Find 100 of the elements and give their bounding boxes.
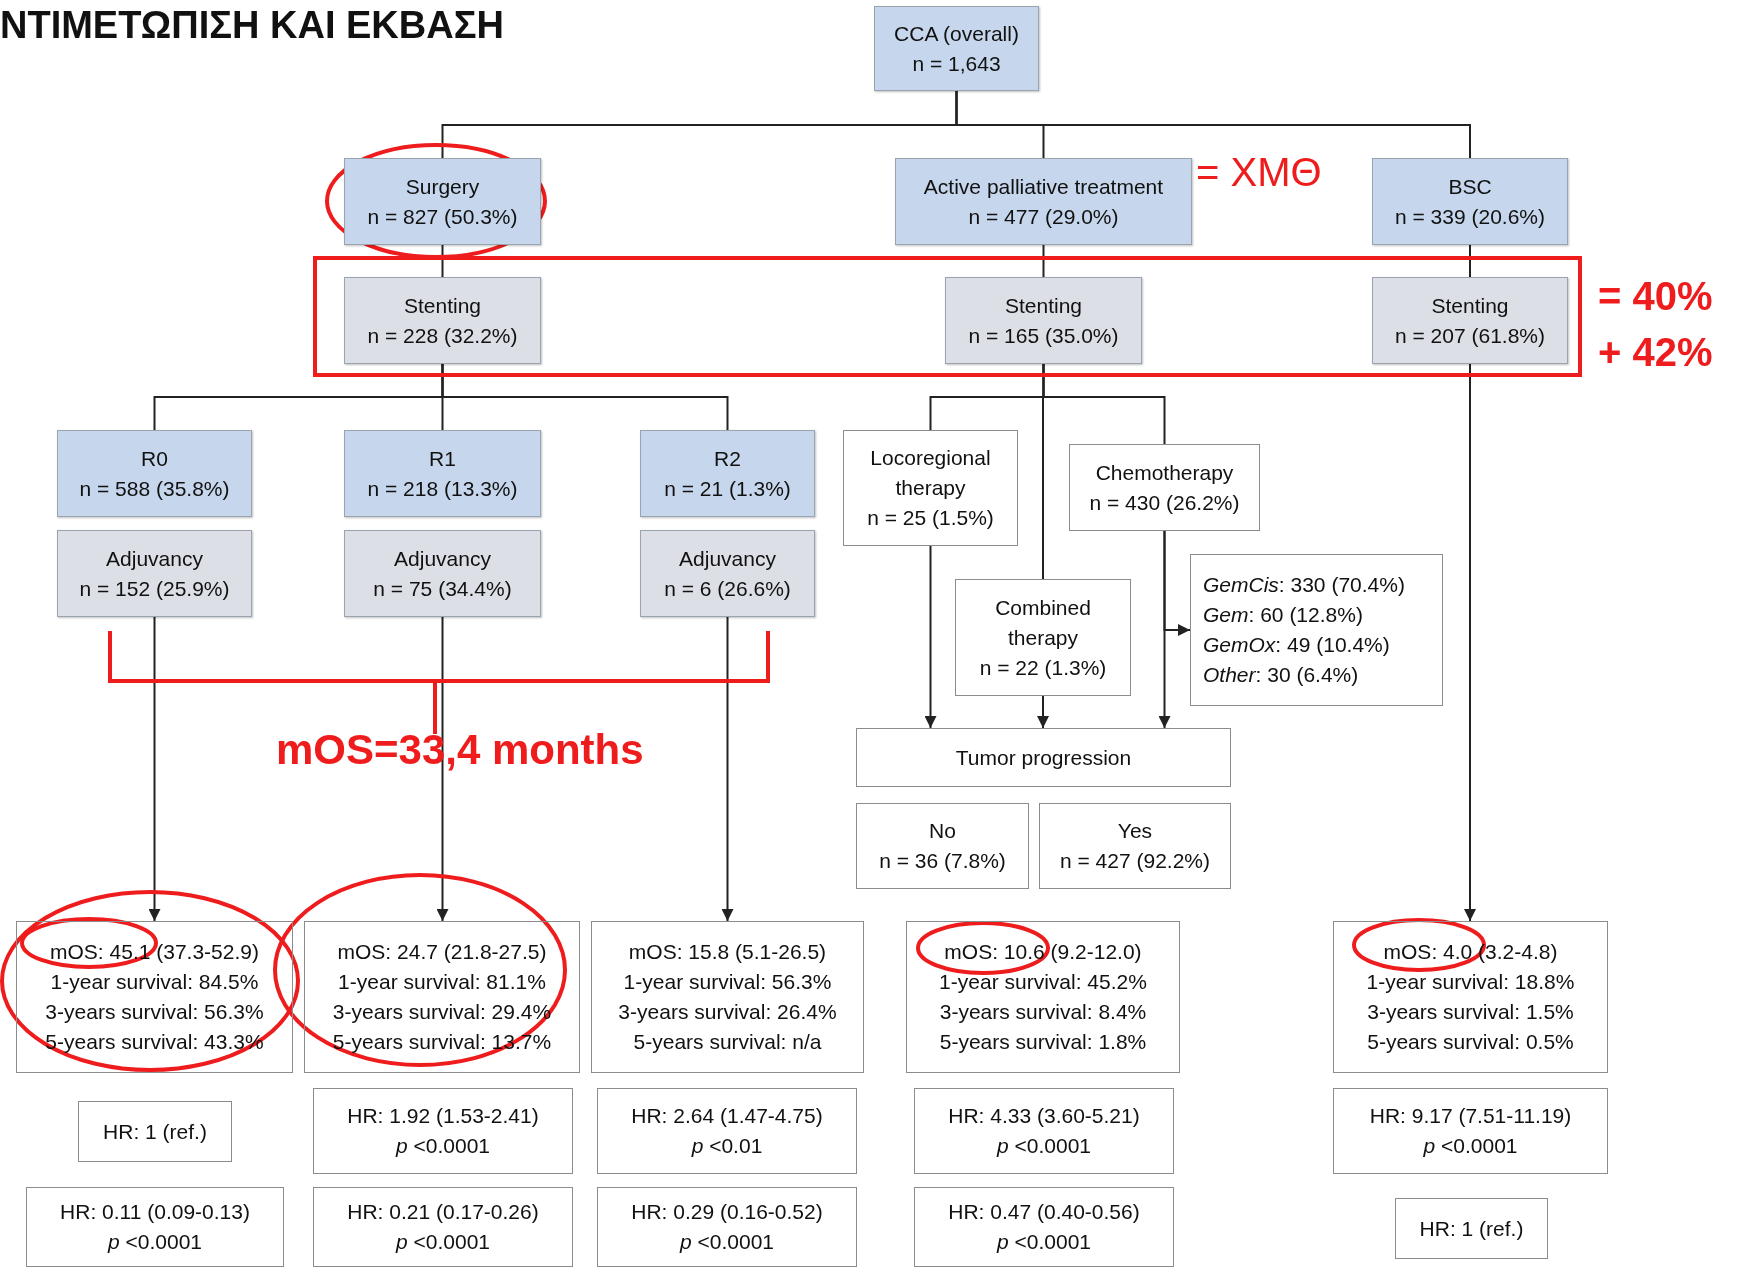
- node-text: HR: 2.64 (1.47-4.75): [631, 1103, 823, 1129]
- node-text: n = 588 (35.8%): [79, 475, 230, 502]
- result-box: [313, 1187, 573, 1267]
- category-box: [640, 430, 815, 517]
- node-text: HR: 0.47 (0.40-0.56): [948, 1199, 1140, 1225]
- node-text: 1-year survival: 45.2%: [939, 969, 1147, 995]
- node-text: HR: 1.92 (1.53-2.41): [347, 1103, 539, 1129]
- node-text: mOS: 10.6 (9.2-12.0): [944, 939, 1142, 965]
- result-box: [914, 1187, 1174, 1267]
- result-box: [1039, 803, 1231, 889]
- node-text: Surgery: [405, 173, 480, 200]
- node-text: 5-years survival: n/a: [633, 1029, 822, 1055]
- node-text: 1-year survival: 81.1%: [338, 969, 546, 995]
- result-box: [1395, 1198, 1548, 1259]
- node-text: GemOx: 49 (10.4%): [1203, 632, 1390, 658]
- node-text: n = 218 (13.3%): [367, 475, 518, 502]
- node-text: n = 430 (26.2%): [1089, 489, 1240, 516]
- subgroup-box: [945, 277, 1142, 364]
- node-text: p <0.0001: [1423, 1133, 1518, 1159]
- node-text: mOS: 15.8 (5.1-26.5): [628, 939, 827, 965]
- result-box: [597, 1088, 857, 1174]
- connector-line: [441, 244, 444, 278]
- node-text: n = 207 (61.8%): [1395, 322, 1545, 349]
- node-text: HR: 4.33 (3.60-5.21): [948, 1103, 1140, 1129]
- node-text: 3-years survival: 56.3%: [45, 999, 264, 1025]
- node-text: p <0.01: [691, 1133, 763, 1159]
- result-box: [313, 1088, 573, 1174]
- result-box: [304, 921, 580, 1073]
- node-text: n = 6 (26.6%): [664, 575, 791, 602]
- connector-line: [1469, 244, 1471, 278]
- node-text: CCA (overall): [894, 20, 1019, 47]
- node-text: n = 152 (25.9%): [79, 575, 230, 602]
- node-text: n = 1,643: [912, 50, 1001, 77]
- node-text: Active palliative treatment: [923, 173, 1164, 200]
- node-text: Other: 30 (6.4%): [1203, 662, 1359, 688]
- node-text: n = 36 (7.8%): [879, 848, 1006, 874]
- node-text: n = 21 (1.3%): [664, 475, 791, 502]
- node-text: HR: 1 (ref.): [103, 1118, 207, 1145]
- connector-line: [955, 90, 1471, 159]
- node-text: HR: 9.17 (7.51-11.19): [1369, 1103, 1572, 1129]
- node-text: HR: 0.29 (0.16-0.52): [631, 1199, 823, 1225]
- node-text: n = 75 (34.4%): [373, 575, 512, 602]
- node-text: n = 22 (1.3%): [979, 654, 1107, 681]
- result-box: [78, 1101, 232, 1162]
- title: ΝΤΙΜΕΤΩΠΙΣΗ ΚΑΙ ΕΚΒΑΣΗ: [0, 4, 504, 47]
- subgroup-box: [640, 530, 815, 617]
- result-box: [856, 728, 1231, 787]
- annotation-text: = 40%: [1598, 274, 1713, 319]
- annotation-text: + 42%: [1598, 330, 1713, 375]
- result-box: [1190, 554, 1443, 706]
- category-box: [874, 6, 1039, 91]
- node-text: Stenting: [1004, 292, 1083, 319]
- arrow: [1163, 530, 1191, 636]
- result-box: [906, 921, 1180, 1073]
- node-text: 3-years survival: 26.4%: [618, 999, 837, 1025]
- result-box: [856, 803, 1029, 889]
- node-text: n = 165 (35.0%): [968, 322, 1119, 349]
- node-text: p <0.0001: [396, 1229, 490, 1255]
- node-text: Stenting: [1431, 292, 1509, 319]
- category-box: [344, 158, 541, 245]
- node-text: R0: [141, 445, 168, 472]
- result-box: [914, 1088, 1174, 1174]
- node-text: 1-year survival: 84.5%: [50, 969, 259, 995]
- node-text: Chemotherapy: [1095, 459, 1234, 486]
- node-text: n = 427 (92.2%): [1060, 848, 1210, 874]
- arrow: [924, 545, 937, 729]
- node-text: 1-year survival: 18.8%: [1366, 969, 1575, 995]
- arrow: [436, 616, 449, 922]
- node-text: Tumor progression: [955, 744, 1132, 771]
- connector-line: [441, 363, 729, 431]
- node-text: 3-years survival: 1.5%: [1367, 999, 1574, 1025]
- node-text: 3-years survival: 8.4%: [939, 999, 1147, 1025]
- category-box: [1372, 158, 1568, 245]
- node-text: p <0.0001: [997, 1133, 1091, 1159]
- subgroup-box: [344, 530, 541, 617]
- node-text: BSC: [1448, 173, 1492, 200]
- result-box: [16, 921, 293, 1073]
- connector-line: [1042, 363, 1166, 445]
- node-text: Adjuvancy: [394, 545, 491, 572]
- node-text: n = 25 (1.5%): [867, 505, 994, 531]
- node-text: p <0.0001: [997, 1229, 1091, 1255]
- node-text: n = 339 (20.6%): [1395, 203, 1545, 230]
- node-text: Adjuvancy: [679, 545, 776, 572]
- node-text: 5-years survival: 0.5%: [1367, 1029, 1574, 1055]
- node-text: p <0.0001: [396, 1133, 490, 1159]
- connector-line: [1042, 244, 1045, 278]
- subgroup-box: [57, 530, 252, 617]
- node-text: n = 477 (29.0%): [968, 203, 1119, 230]
- arrow: [1037, 695, 1049, 729]
- result-box: [597, 1187, 857, 1267]
- node-text: p <0.0001: [680, 1229, 774, 1255]
- node-text: R2: [714, 445, 741, 472]
- node-text: Yes: [1117, 818, 1153, 844]
- node-text: No: [929, 818, 956, 844]
- node-text: GemCis: 330 (70.4%): [1203, 572, 1405, 598]
- node-text: n = 827 (50.3%): [367, 203, 518, 230]
- category-box: [57, 430, 252, 517]
- node-text: HR: 0.11 (0.09-0.13): [60, 1199, 250, 1225]
- result-box: [1069, 444, 1260, 531]
- node-text: Adjuvancy: [106, 545, 203, 572]
